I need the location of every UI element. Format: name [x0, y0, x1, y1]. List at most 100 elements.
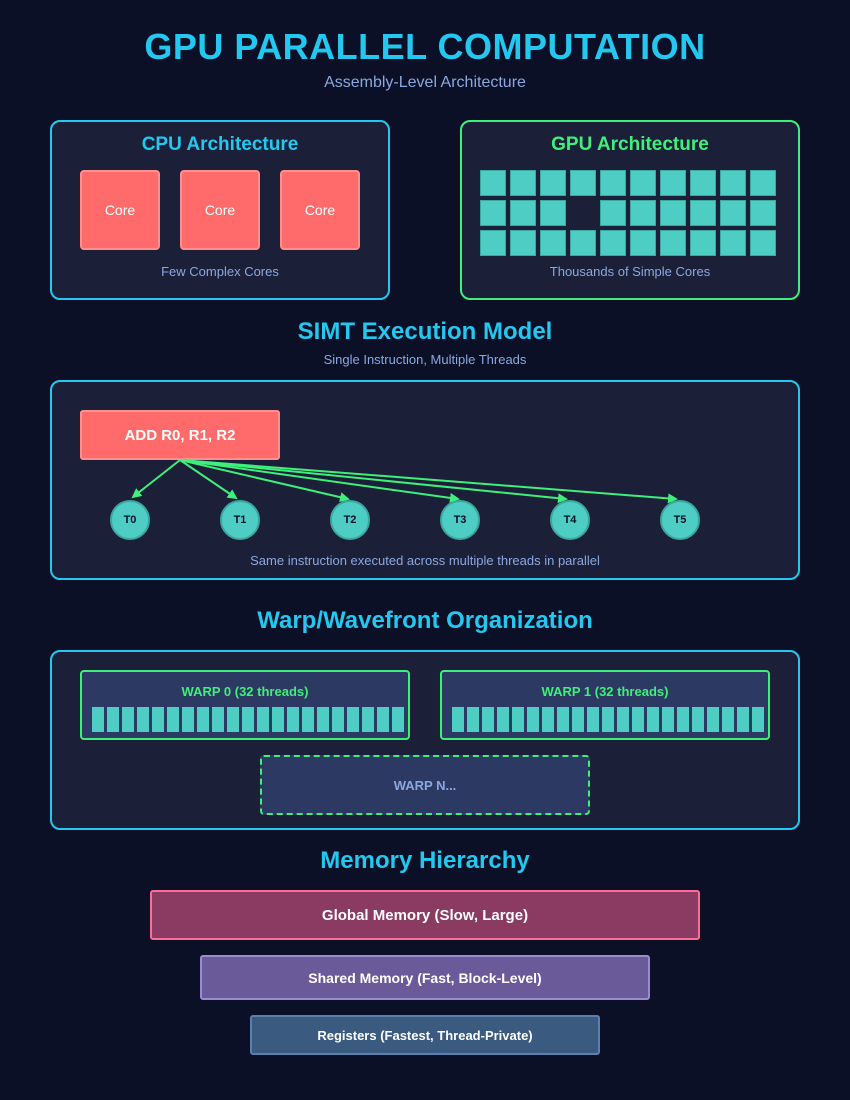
gpu-core	[600, 200, 626, 226]
gpu-panel-title: GPU Architecture	[551, 134, 709, 155]
gpu-core-grid	[480, 170, 780, 260]
cpu-core: Core	[80, 170, 160, 250]
gpu-core	[690, 170, 716, 196]
warp-thread	[242, 707, 254, 732]
warp-thread	[722, 707, 734, 732]
warp-n: WARP N...	[260, 755, 590, 815]
gpu-core	[630, 170, 656, 196]
warp-1: WARP 1 (32 threads)	[440, 670, 770, 740]
warp-section-title: Warp/Wavefront Organization	[257, 607, 593, 634]
gpu-core	[510, 200, 536, 226]
gpu-core	[480, 230, 506, 256]
warp-thread	[707, 707, 719, 732]
global-memory: Global Memory (Slow, Large)	[150, 890, 700, 940]
warp-thread	[497, 707, 509, 732]
gpu-core	[660, 170, 686, 196]
gpu-core	[660, 230, 686, 256]
warp-thread	[137, 707, 149, 732]
warp-thread	[167, 707, 179, 732]
warp-thread	[602, 707, 614, 732]
gpu-core	[600, 170, 626, 196]
warp-thread	[152, 707, 164, 732]
warp-thread	[677, 707, 689, 732]
thread-t5: T5	[660, 500, 700, 540]
gpu-core	[630, 230, 656, 256]
warp-thread	[272, 707, 284, 732]
gpu-core	[540, 230, 566, 256]
warp-thread	[692, 707, 704, 732]
warp-thread	[317, 707, 329, 732]
warp-0: WARP 0 (32 threads)	[80, 670, 410, 740]
warp-thread	[392, 707, 404, 732]
warp-thread	[107, 707, 119, 732]
warp-thread	[452, 707, 464, 732]
warp-thread	[227, 707, 239, 732]
warp-0-threads	[92, 707, 404, 732]
warp-thread	[197, 707, 209, 732]
gpu-core	[510, 230, 536, 256]
warp-thread	[752, 707, 764, 732]
gpu-core	[570, 230, 596, 256]
thread-t4: T4	[550, 500, 590, 540]
gpu-caption: Thousands of Simple Cores	[549, 264, 711, 279]
warp-thread	[572, 707, 584, 732]
warp-1-label: WARP 1 (32 threads)	[541, 684, 669, 699]
page-subtitle: Assembly-Level Architecture	[324, 74, 526, 91]
warp-thread	[662, 707, 674, 732]
warp-0-label: WARP 0 (32 threads)	[181, 684, 309, 699]
warp-thread	[632, 707, 644, 732]
gpu-core	[540, 170, 566, 196]
gpu-core	[480, 200, 506, 226]
warp-thread	[257, 707, 269, 732]
cpu-core: Core	[280, 170, 360, 250]
gpu-core	[480, 170, 506, 196]
warp-1-threads	[452, 707, 764, 732]
warp-thread	[482, 707, 494, 732]
warp-thread	[557, 707, 569, 732]
warp-thread	[617, 707, 629, 732]
warp-thread	[182, 707, 194, 732]
warp-thread	[302, 707, 314, 732]
warp-thread	[212, 707, 224, 732]
gpu-core	[750, 200, 776, 226]
gpu-core	[630, 200, 656, 226]
thread-t0: T0	[110, 500, 150, 540]
simt-instruction: ADD R0, R1, R2	[80, 410, 280, 460]
cpu-caption: Few Complex Cores	[161, 264, 279, 279]
warp-thread	[647, 707, 659, 732]
memory-section-title: Memory Hierarchy	[320, 847, 530, 874]
registers: Registers (Fastest, Thread-Private)	[250, 1015, 600, 1055]
warp-thread	[347, 707, 359, 732]
gpu-core	[750, 170, 776, 196]
gpu-core	[600, 230, 626, 256]
warp-thread	[467, 707, 479, 732]
warp-thread	[587, 707, 599, 732]
cpu-architecture-panel: CPU Architecture Core Core Core Few Comp…	[50, 120, 390, 300]
gpu-core	[690, 200, 716, 226]
warp-thread	[332, 707, 344, 732]
warp-thread	[122, 707, 134, 732]
cpu-core: Core	[180, 170, 260, 250]
simt-section-title: SIMT Execution Model	[297, 318, 553, 345]
warp-thread	[512, 707, 524, 732]
gpu-core	[510, 170, 536, 196]
warp-thread	[542, 707, 554, 732]
page-title: GPU PARALLEL COMPUTATION	[144, 26, 706, 67]
gpu-core	[750, 230, 776, 256]
simt-section-subtitle: Single Instruction, Multiple Threads	[323, 352, 527, 367]
warp-thread	[287, 707, 299, 732]
gpu-core	[660, 200, 686, 226]
warp-thread	[737, 707, 749, 732]
shared-memory: Shared Memory (Fast, Block-Level)	[200, 955, 650, 1000]
gpu-core	[720, 200, 746, 226]
warp-thread	[377, 707, 389, 732]
simt-caption: Same instruction executed across multipl…	[250, 553, 600, 568]
cpu-panel-title: CPU Architecture	[141, 134, 299, 155]
thread-t1: T1	[220, 500, 260, 540]
warp-thread	[527, 707, 539, 732]
gpu-core	[540, 200, 566, 226]
gpu-architecture-panel: GPU Architecture Thousands of Simple Cor…	[460, 120, 800, 300]
warp-thread	[362, 707, 374, 732]
gpu-core	[720, 170, 746, 196]
thread-t3: T3	[440, 500, 480, 540]
